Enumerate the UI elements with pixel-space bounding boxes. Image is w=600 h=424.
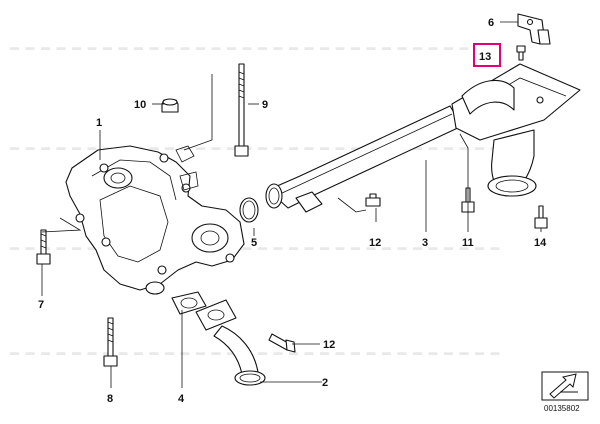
callout-5: 5	[251, 237, 257, 249]
callout-1: 1	[96, 117, 102, 129]
oil-strainer	[451, 63, 581, 197]
o-ring	[239, 197, 259, 223]
bolt-lower	[103, 317, 118, 367]
oil-pump-housing	[65, 145, 245, 295]
suction-pipe	[195, 299, 266, 386]
callout-8: 8	[107, 393, 113, 405]
callout-4: 4	[178, 393, 185, 405]
bolt-tube	[365, 193, 381, 207]
bolt-14	[534, 205, 548, 229]
callout-10: 10	[134, 99, 146, 111]
callout-7: 7	[38, 299, 44, 311]
callout-9: 9	[262, 99, 268, 111]
svg-text:▬ ▬ ▬ ▬ ▬ ▬ ▬ ▬ ▬ ▬ ▬ ▬ ▬ ▬ ▬: ▬ ▬ ▬ ▬ ▬ ▬ ▬ ▬ ▬ ▬ ▬ ▬ ▬ ▬ ▬ ▬ ▬ ▬ ▬ ▬ …	[10, 347, 502, 357]
callout-13: 13	[479, 51, 491, 63]
long-bolt	[234, 63, 249, 157]
bolt-pipe	[268, 333, 296, 353]
watermark-pattern: ▬ ▬ ▬ ▬ ▬ ▬ ▬ ▬ ▬ ▬ ▬ ▬ ▬ ▬ ▬ ▬ ▬ ▬ ▬ ▬ …	[10, 42, 502, 357]
callout-3: 3	[422, 237, 428, 249]
callout-12-tube: 12	[369, 237, 381, 249]
screw-13	[516, 45, 526, 61]
callout-labels: 1 2 3 4 5 6 7 8 9 10 11 12 12 14 13	[38, 17, 547, 405]
svg-text:▬ ▬ ▬ ▬ ▬ ▬ ▬ ▬ ▬ ▬ ▬ ▬ ▬ ▬ ▬: ▬ ▬ ▬ ▬ ▬ ▬ ▬ ▬ ▬ ▬ ▬ ▬ ▬ ▬ ▬ ▬ ▬ ▬ ▬ ▬ …	[10, 142, 502, 152]
suction-tube	[265, 105, 463, 213]
nut	[161, 98, 179, 113]
callout-2: 2	[322, 377, 328, 389]
leader-lines	[41, 21, 542, 388]
gasket	[171, 291, 207, 315]
callout-6: 6	[488, 17, 494, 29]
callout-11: 11	[462, 237, 474, 249]
direction-arrow-icon	[541, 371, 589, 401]
document-number: 00135802	[544, 404, 580, 413]
bracket	[517, 13, 551, 45]
bolt-left	[36, 229, 51, 265]
callout-14: 14	[534, 237, 547, 249]
svg-text:▬ ▬ ▬ ▬ ▬ ▬ ▬ ▬ ▬ ▬ ▬ ▬ ▬ ▬ ▬: ▬ ▬ ▬ ▬ ▬ ▬ ▬ ▬ ▬ ▬ ▬ ▬ ▬ ▬ ▬ ▬ ▬ ▬ ▬ ▬ …	[10, 42, 502, 52]
svg-text:▬ ▬ ▬ ▬ ▬ ▬ ▬ ▬ ▬ ▬ ▬ ▬ ▬ ▬ ▬: ▬ ▬ ▬ ▬ ▬ ▬ ▬ ▬ ▬ ▬ ▬ ▬ ▬ ▬ ▬ ▬ ▬ ▬ ▬ ▬ …	[10, 242, 502, 252]
callout-12-pipe: 12	[323, 339, 335, 351]
callout-13-highlight	[473, 43, 501, 67]
